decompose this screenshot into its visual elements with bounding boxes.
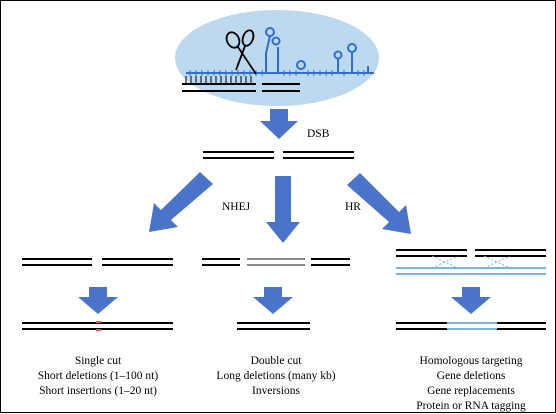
outcome-line: Gene replacements: [427, 385, 515, 397]
base-pairs: [185, 76, 252, 84]
hr-dna: [396, 249, 546, 275]
outcome-hr-dna: [396, 322, 546, 330]
outcome-line: Short insertions (1–20 nt): [39, 385, 157, 397]
hr-arrow: [347, 173, 411, 234]
single-cut-dna: [22, 258, 173, 266]
scissors-icon: [225, 29, 257, 75]
arrows: [78, 109, 491, 314]
outcome-line: Protein or RNA tagging: [416, 400, 526, 412]
nhej-single-arrow: [149, 172, 213, 232]
nhej-double-arrow: [266, 176, 300, 243]
outcome-arrow-right: [451, 287, 491, 314]
guide-rna: [186, 27, 374, 74]
crossover-lines: [431, 255, 511, 269]
nhej-double-outcomes: Double cut Long deletions (many kb) Inve…: [176, 354, 376, 399]
hr-outcomes: Homologous targeting Gene deletions Gene…: [371, 354, 556, 414]
outcome-line: Long deletions (many kb): [216, 370, 336, 382]
outcome-line: Gene deletions: [436, 370, 506, 382]
outcome-arrow-middle: [253, 287, 293, 314]
outcome-line: Homologous targeting: [419, 355, 523, 367]
outcome-double-dna: [237, 322, 310, 330]
dsb-arrow: [260, 109, 298, 139]
outcome-line: Short deletions (1–100 nt): [37, 370, 159, 382]
outcome-arrow-left: [78, 287, 118, 314]
dsb-label: DSB: [307, 128, 330, 140]
outcome-line: Inversions: [252, 385, 300, 397]
rna-ticks: [189, 70, 365, 76]
double-cut-dna: [202, 258, 350, 266]
target-dna: [182, 83, 300, 92]
hr-label: HR: [345, 201, 361, 213]
nhej-label: NHEJ: [222, 201, 251, 213]
dsb-dna: [203, 151, 354, 159]
nhej-single-outcomes: Single cut Short deletions (1–100 nt) Sh…: [0, 354, 198, 399]
outcome-line: Double cut: [250, 355, 302, 367]
outcome-single-dna: [22, 321, 173, 331]
outcome-line: Single cut: [74, 355, 122, 367]
